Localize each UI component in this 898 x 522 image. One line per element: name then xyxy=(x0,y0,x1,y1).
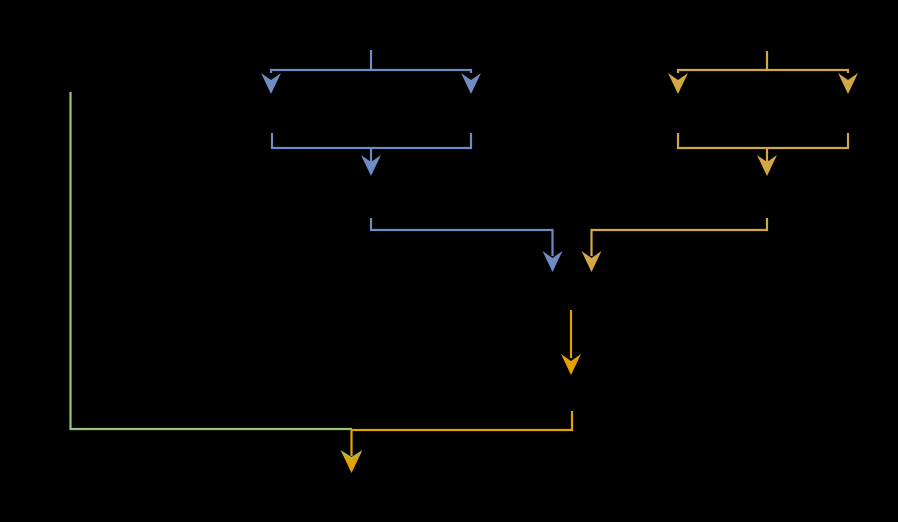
tan-couple-join-line xyxy=(676,133,850,162)
tan-couple-split-line xyxy=(676,51,850,73)
blue-couple-split-line xyxy=(269,50,473,73)
arrowhead-icon xyxy=(838,73,858,94)
tan-couple-split xyxy=(668,51,858,94)
arrowhead-icon xyxy=(668,73,688,94)
arrowhead-icon xyxy=(542,251,563,272)
blue-couple-split xyxy=(261,50,481,94)
blue-couple-join-line xyxy=(270,133,473,162)
tan-couple-join xyxy=(676,133,850,176)
arrowhead-icon xyxy=(581,251,602,272)
orange-descent-line xyxy=(341,411,574,473)
tan-child-link xyxy=(581,218,769,272)
arrowhead-icon xyxy=(561,354,581,375)
arrowhead-icon xyxy=(341,452,362,473)
arrowhead-icon xyxy=(361,155,381,176)
orange-descent-line-line xyxy=(350,411,574,456)
arrowhead-icon xyxy=(757,155,777,176)
blue-child-link-line xyxy=(369,218,554,256)
green-ancestor-line-line xyxy=(69,92,352,431)
orange-union-arrow xyxy=(561,310,581,375)
arrowhead-icon xyxy=(261,73,281,94)
arrowhead-icon xyxy=(461,73,481,94)
blue-couple-join xyxy=(270,133,473,176)
blue-child-link xyxy=(369,218,563,272)
tan-child-link-line xyxy=(590,218,769,256)
